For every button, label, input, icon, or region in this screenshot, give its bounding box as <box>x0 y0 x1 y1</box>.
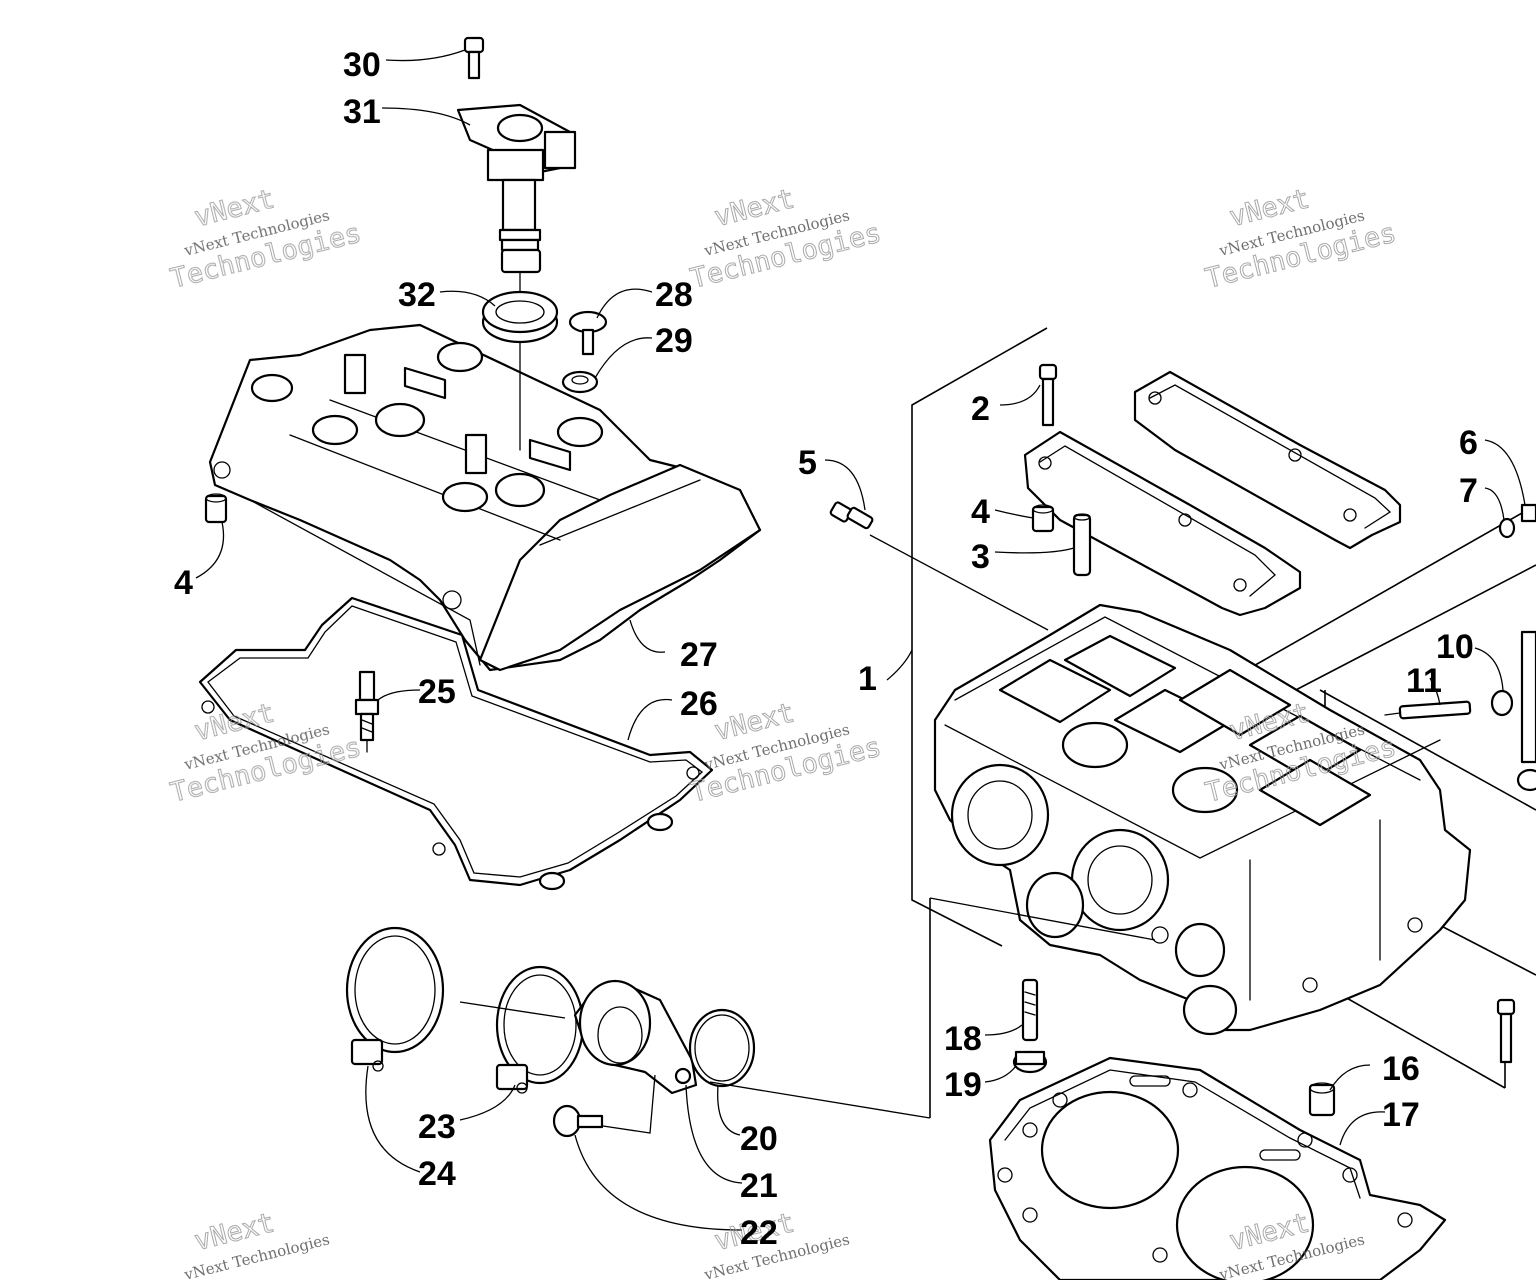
valve-cover-gasket <box>198 596 714 891</box>
callout-27: 27 <box>680 636 718 674</box>
cover-port <box>436 341 484 373</box>
callout-19: 19 <box>944 1066 982 1104</box>
watermark-tile: vNext vNext Technologies Technologies <box>1202 183 1400 295</box>
callout-3: 3 <box>971 538 990 576</box>
leader-lines <box>195 49 1526 1231</box>
intake-boot <box>573 979 698 1095</box>
cover-port <box>441 481 489 513</box>
grommet <box>561 370 599 394</box>
dowel <box>204 493 228 524</box>
callout-23: 23 <box>418 1108 456 1146</box>
callout-6: 6 <box>1459 424 1478 462</box>
callout-26: 26 <box>680 685 718 723</box>
watermark-tile: vNext vNext Technologies <box>182 1207 332 1280</box>
watermark-tile: vNext vNext Technologies Technologies <box>167 183 365 295</box>
coil-seal <box>481 290 559 344</box>
dowel-pin <box>1072 513 1092 577</box>
cover-boss <box>343 353 367 395</box>
ignition-coil <box>456 103 577 451</box>
stud-10 <box>1490 630 1536 792</box>
spark-plug <box>354 670 380 753</box>
stud <box>829 501 1049 631</box>
cover-port <box>311 414 359 446</box>
intake-clamp <box>345 926 445 1072</box>
callout-5: 5 <box>798 444 817 482</box>
bolt-6-7 <box>1498 503 1536 539</box>
dowel <box>1031 504 1055 533</box>
callout-20: 20 <box>740 1120 778 1158</box>
cover-port <box>556 416 604 448</box>
callout-30: 30 <box>343 46 381 84</box>
bolt-11 <box>1384 700 1472 720</box>
intake-flange-bolt <box>552 1104 604 1138</box>
exhaust-nut <box>1012 1050 1048 1074</box>
callout-16: 16 <box>1382 1050 1420 1088</box>
callout-22: 22 <box>740 1214 778 1252</box>
callout-4-right: 4 <box>971 493 990 531</box>
callout-2: 2 <box>971 390 990 428</box>
callout-28: 28 <box>655 276 693 314</box>
callout-21: 21 <box>740 1167 778 1205</box>
callout-24: 24 <box>418 1155 456 1193</box>
callout-25: 25 <box>418 673 456 711</box>
callout-7: 7 <box>1459 472 1478 510</box>
valve-cover <box>208 323 762 672</box>
bolt-right <box>1496 998 1516 1064</box>
cylinder-head <box>933 603 1472 1036</box>
callout-4-left: 4 <box>174 564 193 602</box>
grommet-bolt <box>568 310 608 356</box>
callout-31: 31 <box>343 93 381 131</box>
callout-17: 17 <box>1382 1096 1420 1134</box>
intake-clamp <box>495 965 585 1094</box>
callout-18: 18 <box>944 1020 982 1058</box>
intake-o-ring <box>688 1008 756 1088</box>
callouts: 30 31 32 28 29 4 27 26 25 1 2 4 3 5 6 7 … <box>174 46 1478 1252</box>
watermark-tile: vNext vNext Technologies Technologies <box>687 183 885 295</box>
callout-10: 10 <box>1436 628 1474 666</box>
coil-bolt <box>463 36 485 80</box>
callout-11: 11 <box>1406 662 1442 700</box>
head-gasket <box>988 1056 1447 1280</box>
camshaft-holder <box>1023 430 1302 617</box>
camshaft-holder <box>1133 370 1402 550</box>
callout-32: 32 <box>398 276 436 314</box>
exhaust-stud <box>1021 978 1039 1042</box>
callout-1: 1 <box>858 660 877 698</box>
dowel-16 <box>1308 1082 1336 1117</box>
callout-29: 29 <box>655 322 693 360</box>
head-bolt <box>1038 363 1058 427</box>
